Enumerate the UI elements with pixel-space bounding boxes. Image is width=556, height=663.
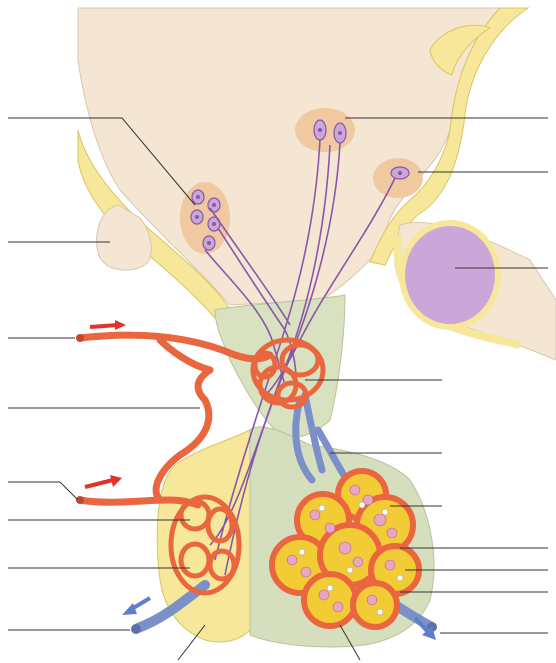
optic-chiasm: [402, 223, 498, 327]
inflow-arrow-icon: [85, 475, 122, 487]
leader-line: [8, 482, 78, 500]
artery-caps: [76, 334, 84, 504]
outflow-arrow-icon: [122, 598, 150, 615]
inflow-arrow-icon: [90, 320, 126, 330]
